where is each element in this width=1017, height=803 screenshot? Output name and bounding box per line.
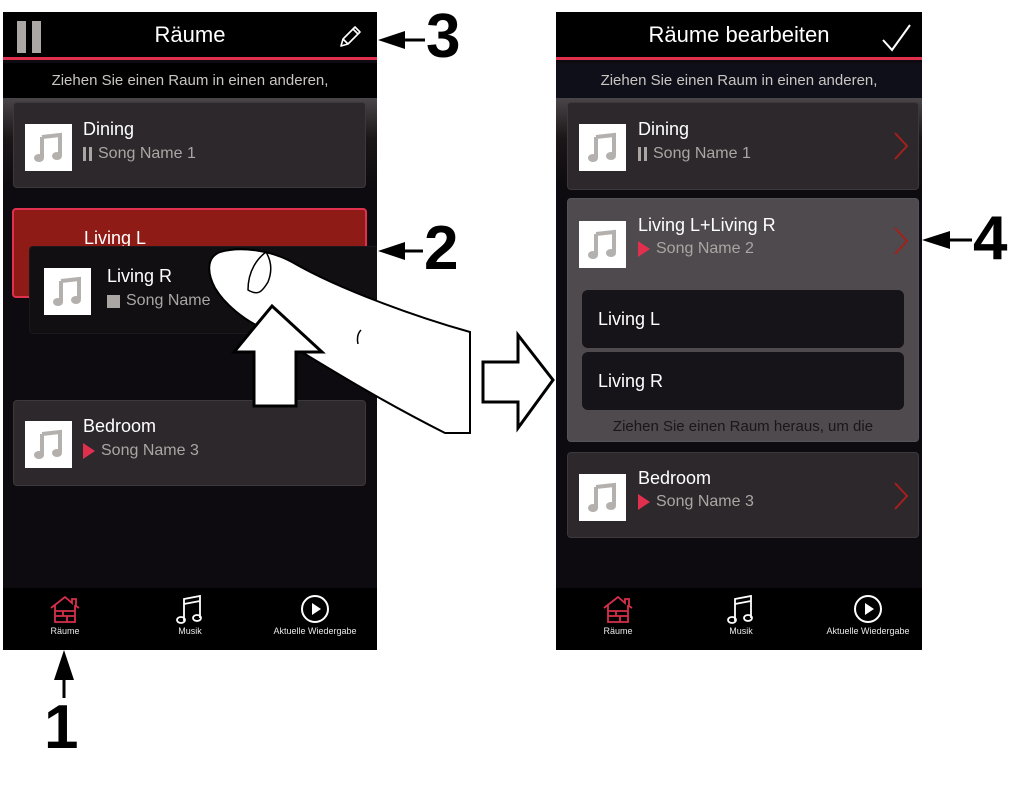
callout-number-1: 1 <box>44 693 79 762</box>
page-title: Räume bearbeiten <box>648 22 830 47</box>
song-name: Song Name 1 <box>98 145 196 162</box>
room-name: Living L+Living R <box>638 215 776 235</box>
edit-rooms-screen: Räume bearbeiten Ziehen Sie einen Raum i… <box>556 12 922 650</box>
play-circle-icon <box>854 595 882 623</box>
group-member-living-l[interactable]: Living L <box>582 290 904 348</box>
room-group-living[interactable]: Living L+Living R Song Name 2 Living L L… <box>567 198 919 442</box>
album-art <box>579 124 626 171</box>
music-note-icon <box>176 594 202 624</box>
hint-text: Ziehen Sie einen Raum in einen anderen, <box>3 63 377 98</box>
music-note-icon <box>588 229 616 259</box>
nav-label: Aktuelle Wiedergabe <box>826 626 910 636</box>
song-status: Song Name 3 <box>83 442 199 460</box>
page-title: Räume <box>154 22 226 47</box>
song-name: Song Name <box>126 292 211 309</box>
music-note-icon <box>588 482 616 512</box>
playing-icon <box>638 241 650 257</box>
album-art <box>579 221 626 268</box>
room-card-dining[interactable]: Dining Song Name 1 <box>567 102 919 190</box>
song-name: Song Name 3 <box>656 493 754 510</box>
music-note-icon <box>727 594 753 624</box>
song-status: Song Name 3 <box>638 493 754 511</box>
room-list: Dining Song Name 1 Living L+Living R Son… <box>556 98 922 588</box>
callout-arrow-4 <box>922 231 972 249</box>
room-card-living-r-dragging[interactable]: Living R Song Name <box>29 246 377 334</box>
nav-label: Aktuelle Wiedergabe <box>273 626 357 636</box>
callout-number-3: 3 <box>426 2 461 71</box>
song-name: Song Name 1 <box>653 145 751 162</box>
callout-number-4: 4 <box>973 204 1008 273</box>
right-arrow-icon <box>481 330 555 433</box>
song-status: Song Name 2 <box>638 240 754 258</box>
music-note-icon <box>34 132 62 162</box>
pause-icon <box>17 21 26 53</box>
group-hint-text: Ziehen Sie einen Raum heraus, um die <box>612 418 874 435</box>
room-card-dining[interactable]: Dining Song Name 1 <box>13 102 366 188</box>
music-note-icon <box>588 132 616 162</box>
nav-tab-music[interactable]: Musik <box>130 594 250 636</box>
room-list: Dining Song Name 1 Living L Living R Son… <box>3 98 377 588</box>
stopped-icon <box>107 294 120 308</box>
chevron-right-icon[interactable] <box>892 131 910 161</box>
room-name: Dining <box>83 119 135 139</box>
nav-label: Musik <box>729 626 753 636</box>
edit-button[interactable] <box>337 24 363 50</box>
album-art <box>579 474 626 521</box>
nav-label: Musik <box>178 626 202 636</box>
room-name: Bedroom <box>638 468 712 488</box>
room-card-bedroom[interactable]: Bedroom Song Name 3 <box>13 400 366 486</box>
room-card-bedroom[interactable]: Bedroom Song Name 3 <box>567 452 919 538</box>
pause-icon-bar <box>32 21 41 53</box>
playing-icon <box>83 443 95 459</box>
paused-icon <box>638 147 647 161</box>
room-name: Living R <box>107 266 173 286</box>
header-bar: Räume bearbeiten <box>556 12 922 60</box>
callout-arrow-3 <box>378 31 425 49</box>
done-button[interactable] <box>880 22 912 54</box>
rooms-screen: Räume Ziehen Sie einen Raum in einen and… <box>3 12 377 650</box>
pause-all-button[interactable] <box>17 21 41 53</box>
checkmark-icon <box>882 24 911 52</box>
callout-arrow-1 <box>54 650 74 698</box>
song-name: Song Name 2 <box>656 240 754 257</box>
bottom-nav: Räume Musik Aktuelle Wiedergabe <box>556 588 922 650</box>
song-status: Song Name 1 <box>83 145 196 163</box>
play-circle-icon <box>301 595 329 623</box>
music-note-icon <box>53 276 81 306</box>
house-icon <box>50 595 80 623</box>
bottom-nav: Räume Musik Aktuelle Wiedergabe <box>3 588 377 650</box>
album-art <box>44 268 91 315</box>
room-name: Bedroom <box>83 416 157 436</box>
house-icon <box>603 595 633 623</box>
nav-label: Räume <box>603 626 633 636</box>
nav-label: Räume <box>50 626 80 636</box>
playing-icon <box>638 494 650 510</box>
callout-number-2: 2 <box>424 214 459 283</box>
nav-tab-music[interactable]: Musik <box>681 594 801 636</box>
nav-tab-now-playing[interactable]: Aktuelle Wiedergabe <box>255 594 375 636</box>
chevron-right-icon[interactable] <box>892 226 910 256</box>
room-name: Dining <box>638 119 690 139</box>
song-status: Song Name <box>107 292 211 310</box>
chevron-right-icon[interactable] <box>892 481 910 511</box>
nav-tab-rooms[interactable]: Räume <box>558 594 678 636</box>
album-art <box>25 124 72 171</box>
album-art <box>25 421 72 468</box>
hint-text: Ziehen Sie einen Raum in einen anderen, <box>556 63 922 98</box>
room-name: Living L <box>84 228 147 248</box>
nav-tab-rooms[interactable]: Räume <box>5 594 125 636</box>
music-note-icon <box>34 429 62 459</box>
group-member-living-r[interactable]: Living R <box>582 352 904 410</box>
nav-tab-now-playing[interactable]: Aktuelle Wiedergabe <box>808 594 922 636</box>
header-bar: Räume <box>3 12 377 60</box>
paused-icon <box>83 147 92 161</box>
song-name: Song Name 3 <box>101 442 199 459</box>
song-status: Song Name 1 <box>638 145 751 163</box>
pencil-icon <box>340 26 361 47</box>
callout-arrow-2 <box>378 242 423 260</box>
